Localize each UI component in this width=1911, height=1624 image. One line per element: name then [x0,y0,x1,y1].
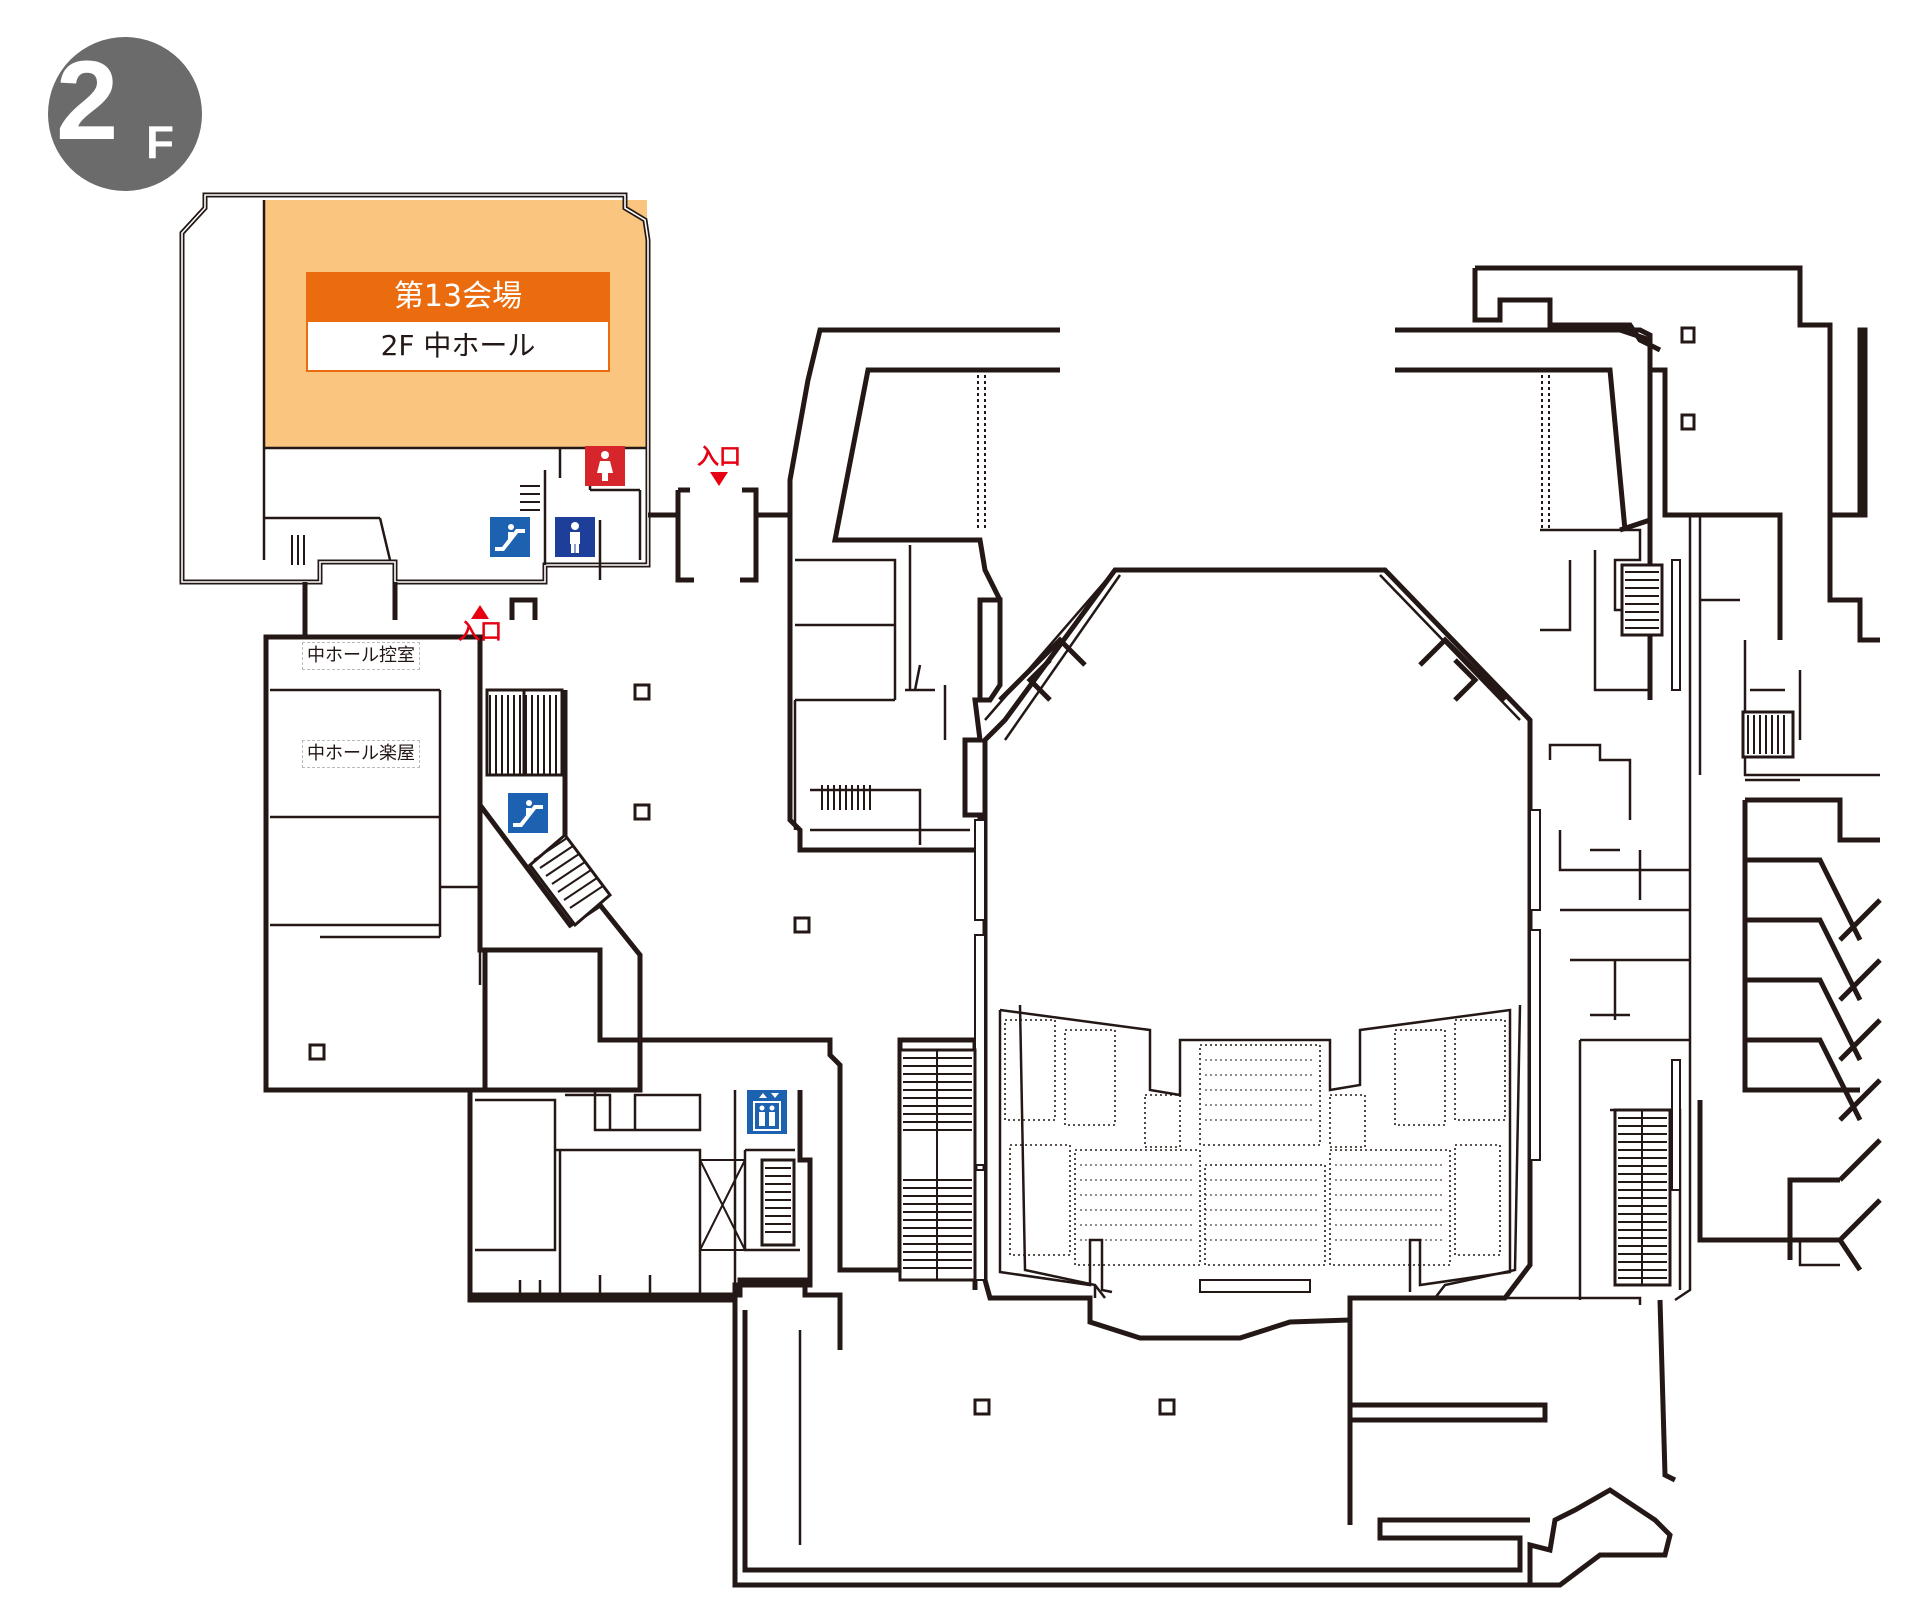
seating [998,1008,1512,1294]
stair-right-mid [1741,710,1795,759]
wall-center-left-block [787,327,1060,853]
entrance-left[interactable]: 入口 [453,605,507,645]
stair-right-bottom [1613,1108,1672,1287]
man-icon[interactable] [555,517,595,557]
stair-center-left [821,785,871,810]
entrance-doors [648,487,790,583]
room-label-green-room: 中ホール控室 [302,642,420,670]
wall-right-rooms [1697,797,1882,1272]
escalator-icon-lower[interactable] [508,793,548,833]
columns [308,326,1696,1416]
wall-left-rooms [263,634,488,1093]
woman-icon[interactable] [585,446,625,486]
entrance-top[interactable]: 入口 [692,446,746,486]
wall-lower-left [467,1090,813,1303]
floor-number: 2 [56,38,119,163]
wall-right-complex [1395,265,1880,700]
escalator-steps [485,688,613,928]
escalator-icon[interactable] [490,517,530,557]
elevator-shaft-x [699,1159,746,1251]
stair-top-left [291,535,305,565]
wall-left-lobby [302,582,843,1350]
elevator-icon[interactable] [747,1090,787,1134]
stair-auditorium-left [898,1048,977,1282]
floor-badge: 2 F [48,37,202,191]
floor-suffix: F [146,116,175,168]
wall-auditorium [982,567,1533,1341]
wall-bottom-foyer [732,1299,1677,1588]
entrance-top-label: 入口 [696,445,741,470]
room-label-dressing-room: 中ホール楽屋 [302,740,420,768]
venue-name: 2F 中ホール [306,322,610,372]
stair-lower-left [760,1158,796,1247]
stair-near-restroom [520,485,540,511]
arrow-down-icon [710,472,728,486]
entrance-left-label: 入口 [457,620,502,645]
venue-label[interactable]: 第13会場 2F 中ホール [306,272,610,376]
wall-lobby [598,903,978,1290]
venue-title: 第13会場 [306,272,610,322]
stair-right-top [1620,563,1664,637]
arrow-up-icon [471,605,489,619]
